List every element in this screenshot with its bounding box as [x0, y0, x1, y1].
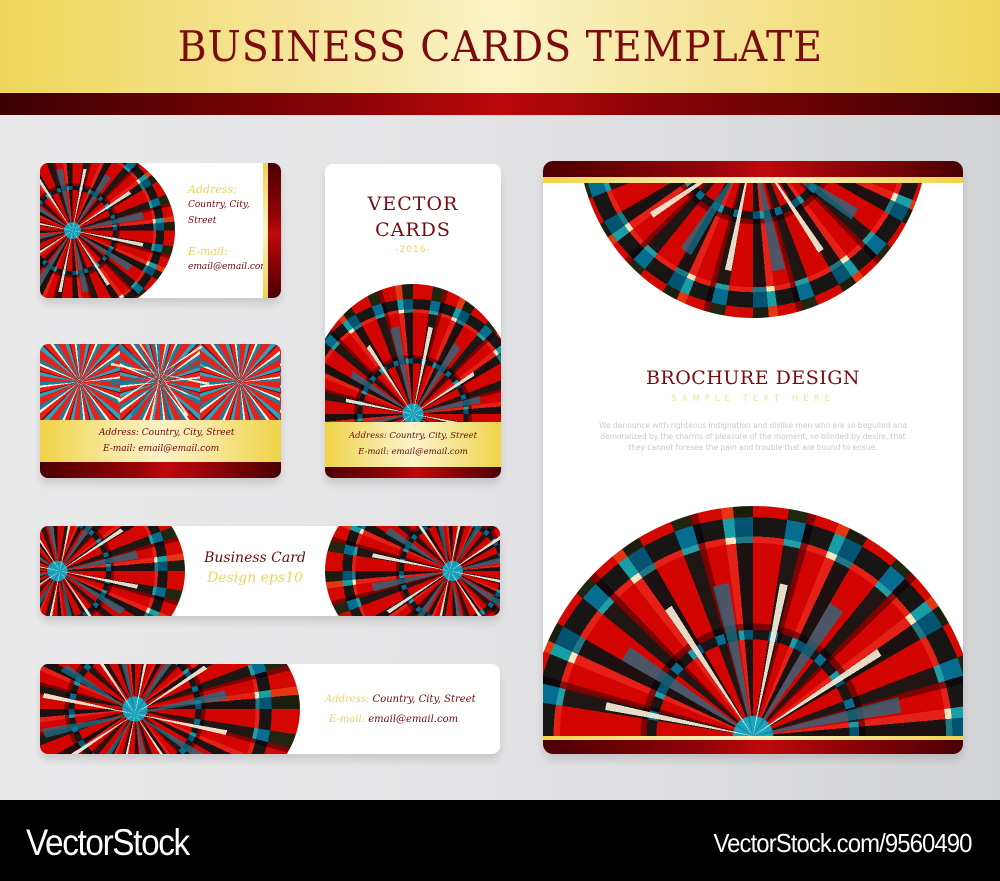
card-year: -2016-	[395, 245, 431, 255]
mandala-ornament-detail	[40, 664, 230, 754]
bottom-mandala-clip	[543, 506, 963, 736]
brochure-title: BROCHURE DESIGN	[645, 367, 861, 389]
red-vertical-band	[268, 163, 281, 298]
gold-vertical-stripe	[263, 163, 268, 298]
brochure-body-text: We denounce with righteous indignation a…	[543, 420, 963, 453]
mandala-half-clip	[325, 284, 501, 422]
email-label: E-mail:	[329, 714, 366, 725]
address-line: Address: Country, City, Street	[348, 431, 478, 441]
email-row: E-mail: email@email.com	[329, 714, 458, 725]
email-label: E-mail:	[188, 245, 228, 258]
header-red-bar	[0, 93, 1000, 115]
page-title: BUSINESS CARDS TEMPLATE	[177, 22, 823, 71]
card-title-line-2: CARDS	[375, 219, 451, 241]
vertical-business-card: VECTOR CARDS -2016- Address: Country, Ci…	[325, 164, 501, 478]
address-line-2: Street	[188, 216, 217, 226]
gold-top-stripe	[543, 177, 963, 183]
mandala-ornament-detail	[370, 526, 500, 616]
brochure-subtitle: SAMPLE TEXT HERE	[671, 394, 835, 404]
mandala-ornament-detail	[110, 344, 210, 424]
email-value: email@email.com	[368, 714, 459, 725]
top-mandala-clip	[543, 183, 963, 318]
watermark-footer: VectorStock VectorStock.com/9560490	[0, 800, 1000, 881]
address-value: Country, City, Street	[372, 694, 476, 705]
gold-info-band	[40, 420, 281, 462]
address-label: Address:	[188, 183, 237, 196]
image-id-link: VectorStock.com/9560490	[713, 828, 973, 858]
business-card-1: Address: Country, City, Street E-mail: e…	[40, 163, 281, 298]
red-bottom-band	[325, 467, 501, 478]
card-subtitle: Design eps10	[207, 570, 303, 586]
mandala-ornament-detail	[40, 526, 140, 616]
business-card-2: Address: Country, City, Street E-mail: e…	[40, 344, 281, 478]
address-line-1: Country, City,	[188, 200, 250, 210]
body-line-2: demoralized by the charms of pleasure of…	[600, 432, 906, 441]
vectorstock-logo: VectorStock	[26, 822, 190, 863]
red-top-band	[543, 161, 963, 177]
address-row: Address: Country, City, Street	[325, 694, 476, 705]
address-line: Address: Country, City, Street	[99, 428, 235, 438]
body-line-3: they cannot foresee the pain and trouble…	[628, 443, 878, 452]
body-line-1: We denounce with righteous indignation a…	[599, 421, 907, 430]
gold-bottom-stripe	[543, 736, 963, 740]
email-line: E-mail: email@email.com	[358, 447, 468, 457]
brochure: BROCHURE DESIGN SAMPLE TEXT HERE We deno…	[543, 161, 963, 754]
red-bottom-band	[40, 462, 281, 478]
business-card-4: Address: Country, City, Street E-mail: e…	[40, 664, 500, 754]
address-label: Address:	[325, 694, 370, 705]
gold-info-band	[325, 422, 501, 467]
red-bottom-band	[543, 740, 963, 754]
email-line: E-mail: email@email.com	[103, 444, 220, 454]
email-value: email@email.com	[188, 262, 269, 272]
business-card-3: Business Card Design eps10	[40, 526, 500, 616]
card-title-line-1: VECTOR	[367, 193, 459, 215]
card-title: Business Card	[204, 550, 306, 566]
header-banner: BUSINESS CARDS TEMPLATE	[0, 0, 1000, 93]
